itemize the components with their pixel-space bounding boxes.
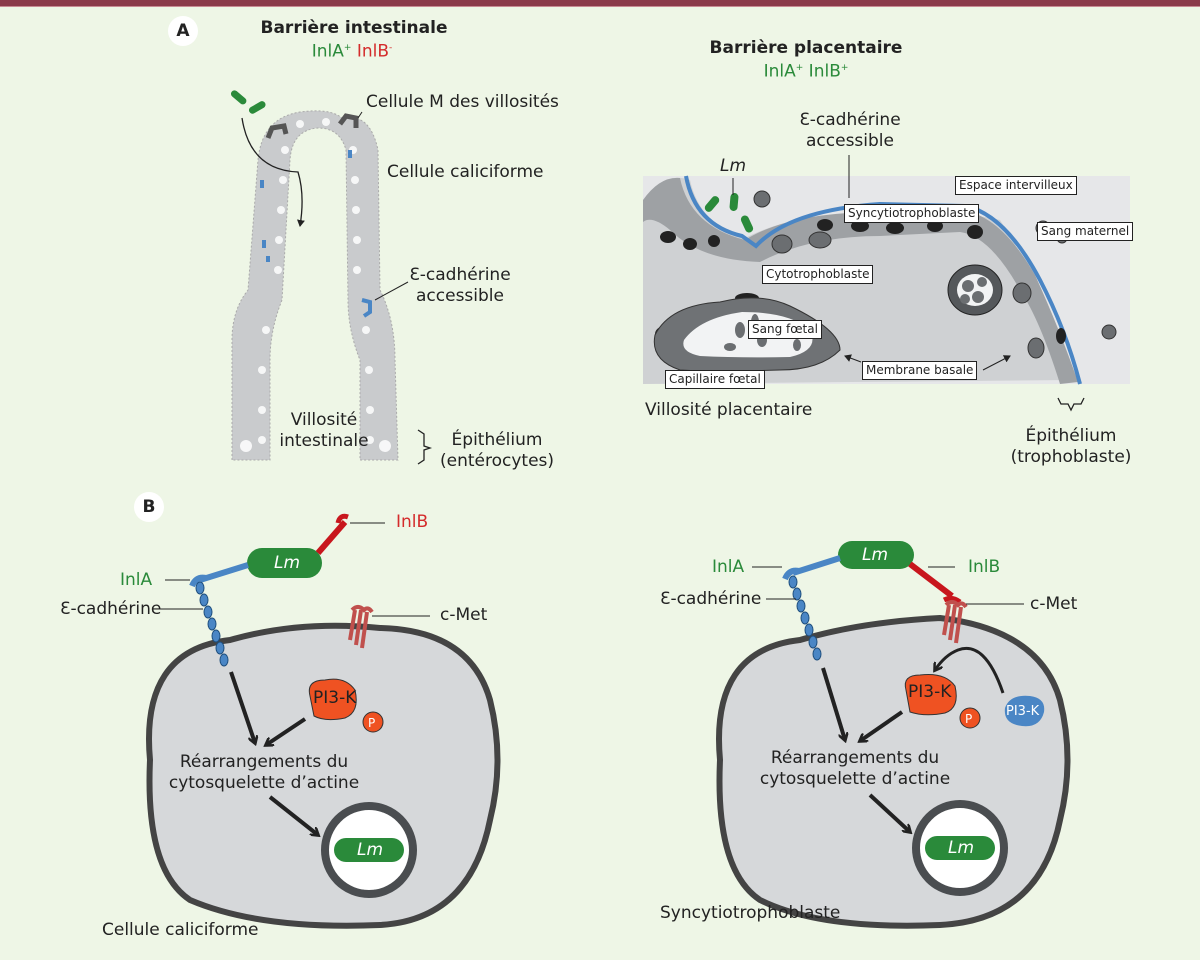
epith-label-line1: Épithélium (451, 430, 543, 450)
right-vacuole-lm-label: Lm (948, 838, 975, 858)
inlb-sup: - (389, 43, 393, 53)
left-cmet-label: c-Met (440, 605, 488, 625)
left-cell-name: Cellule caliciforme (102, 920, 259, 940)
placental-villus-label: Villosité placentaire (645, 400, 813, 420)
right-inla-label: InlA (712, 557, 745, 577)
right-inlb-label: InlB (968, 557, 1001, 577)
rearr-line1: Réarrangements du (770, 748, 940, 768)
left-ecadherin-label: Ɛ-cadhérine (60, 599, 162, 619)
left-vacuole-lm-label: Lm (357, 840, 384, 860)
goblet-cell (146, 513, 501, 929)
ecadherin-patches (260, 150, 372, 318)
right-ecadherin-label: Ɛ-cadhérine (660, 589, 762, 609)
placental-ecadherin-label: Ɛ-cadhérine accessible (799, 110, 900, 152)
placental-barrier-status: InlA+ InlB+ (764, 58, 849, 83)
left-inla-label: InlA (120, 570, 153, 590)
right-phospho-label: P (965, 712, 973, 726)
inla-label: InlA (763, 61, 796, 82)
cytotrophoblast-label: Cytotrophoblaste (762, 265, 874, 284)
top-bar (0, 0, 1200, 7)
cell-nuclei (240, 118, 391, 452)
epithelium-enterocytes-label: Épithélium (entérocytes) (440, 430, 554, 472)
left-pi3k-label: PI3-K (313, 688, 357, 708)
syncytiotrophoblast-cell (716, 541, 1071, 929)
epithelium-trophoblast-label: Épithélium (trophoblaste) (1011, 426, 1132, 468)
right-rearrangement-label: Réarrangements du cytosquelette d’actine (760, 748, 950, 790)
left-inlb-label: InlB (396, 512, 429, 532)
epith-label-line2: (trophoblaste) (1010, 447, 1132, 467)
placental-barrier-title: Barrière placentaire (709, 38, 903, 58)
ecadherin-accessible-label: Ɛ-cadhérine accessible (409, 265, 510, 307)
right-lm-label: Lm (862, 545, 889, 565)
ecadherin-label-line2: accessible (416, 286, 504, 306)
inla-sup: + (343, 43, 352, 53)
intestinal-barrier-status: InlA+ InlB- (312, 38, 393, 63)
left-rearrangement-label: Réarrangements du cytosquelette d’actine (169, 752, 359, 794)
fetal-blood-label: Sang fœtal (748, 320, 822, 339)
left-phospho-label: P (368, 716, 376, 730)
ecadherin-label-line1: Ɛ-cadhérine (409, 265, 511, 285)
intestinal-villus (230, 90, 433, 465)
right-cmet-label: c-Met (1030, 594, 1078, 614)
rearr-line2: cytosquelette d’actine (168, 773, 360, 793)
rearr-line2: cytosquelette d’actine (759, 769, 951, 789)
intestinal-villus-label: Villosité intestinale (279, 410, 368, 452)
inlb-label: InlB (808, 61, 841, 82)
intervillous-space-label: Espace intervilleux (955, 176, 1077, 195)
inlb-label: InlB (356, 41, 390, 62)
lm-label: Lm (720, 156, 747, 176)
epith-label-line2: (entérocytes) (439, 451, 555, 471)
right-pi3k-label: PI3-K (908, 682, 952, 702)
goblet-cell-label: Cellule caliciforme (387, 162, 544, 182)
m-cell-label: Cellule M des villosités (366, 92, 559, 112)
ecadherin-label-line1: Ɛ-cadhérine (799, 110, 901, 130)
villus-label-line1: Villosité (290, 410, 358, 430)
ecadherin-label-line2: accessible (806, 131, 894, 151)
rearr-line1: Réarrangements du (179, 752, 349, 772)
epith-label-line1: Épithélium (1025, 426, 1117, 446)
inla-sup: + (795, 63, 804, 73)
fetal-capillary-label: Capillaire fœtal (665, 370, 765, 389)
right-pi3k-inactive-label: PI3-K (1006, 704, 1040, 719)
intestinal-barrier-title: Barrière intestinale (260, 18, 448, 38)
villus-label-line2: intestinale (279, 431, 369, 451)
left-lm-label: Lm (274, 553, 301, 573)
inla-label: InlA (311, 41, 344, 62)
inlb-sup: + (840, 63, 849, 73)
panel-b-badge: B (134, 492, 164, 522)
syncytiotrophoblast-label: Syncytiotrophoblaste (844, 204, 980, 223)
right-cell-name: Syncytiotrophoblaste (660, 903, 841, 923)
panel-a-badge: A (168, 16, 198, 46)
maternal-blood-label: Sang maternel (1037, 222, 1134, 241)
basal-membrane-label: Membrane basale (862, 361, 978, 380)
